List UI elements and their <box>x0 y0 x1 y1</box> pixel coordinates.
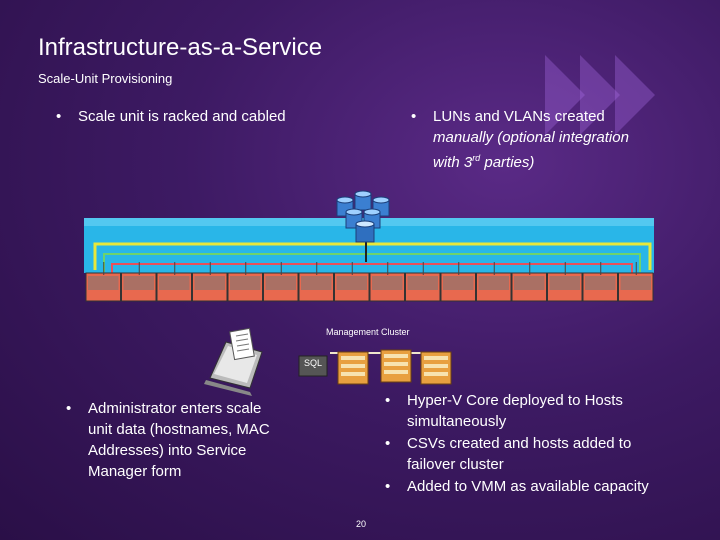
rack-server-icon <box>582 262 618 302</box>
rack-server-icon <box>298 262 334 302</box>
bullet-csv: • CSVs created and hosts added to failov… <box>385 435 632 473</box>
page-number: 20 <box>356 519 367 529</box>
rack-server-icon <box>547 262 583 302</box>
bullet-vmm: • Added to VMM as available capacity <box>385 478 649 495</box>
cable-yellow <box>93 242 652 270</box>
rack-server-icon <box>156 262 192 302</box>
sql-server-icon: SQL <box>298 355 328 377</box>
chevron-decoration-1 <box>545 55 585 135</box>
rack-server-icon <box>85 262 121 302</box>
bullet-racked: •Scale unit is racked and cabled <box>56 108 286 125</box>
management-cluster-label: Management Cluster <box>326 327 410 337</box>
rack-server-icon <box>405 262 441 302</box>
slide-title: Infrastructure-as-a-Service <box>38 34 323 61</box>
rack-server-icon <box>476 262 512 302</box>
rack-server-icon <box>369 262 405 302</box>
slide-subtitle: Scale-Unit Provisioning <box>38 71 173 86</box>
storage-array-icon <box>336 190 390 243</box>
rack-server-icon <box>227 262 263 302</box>
server-row <box>85 262 654 302</box>
bullet-hyperv: • Hyper-V Core deployed to Hosts simulta… <box>385 392 623 430</box>
rack-server-icon <box>511 262 547 302</box>
rack-server-icon <box>121 262 157 302</box>
management-cluster-servers <box>337 349 452 385</box>
rack-server-icon <box>618 262 654 302</box>
svg-text:SQL: SQL <box>304 358 322 368</box>
rack-server-icon <box>334 262 370 302</box>
bullet-luns: • LUNs and VLANs created manually (optio… <box>411 108 629 171</box>
rack-server-icon <box>263 262 299 302</box>
chevron-decoration-3 <box>615 55 655 135</box>
laptop-form-icon <box>204 327 263 396</box>
bullet-admin: • Administrator enters scale unit data (… <box>66 400 270 480</box>
rack-server-icon <box>440 262 476 302</box>
cable-red <box>111 263 633 274</box>
rack-server-icon <box>192 262 228 302</box>
chevron-decoration-2 <box>580 55 620 135</box>
